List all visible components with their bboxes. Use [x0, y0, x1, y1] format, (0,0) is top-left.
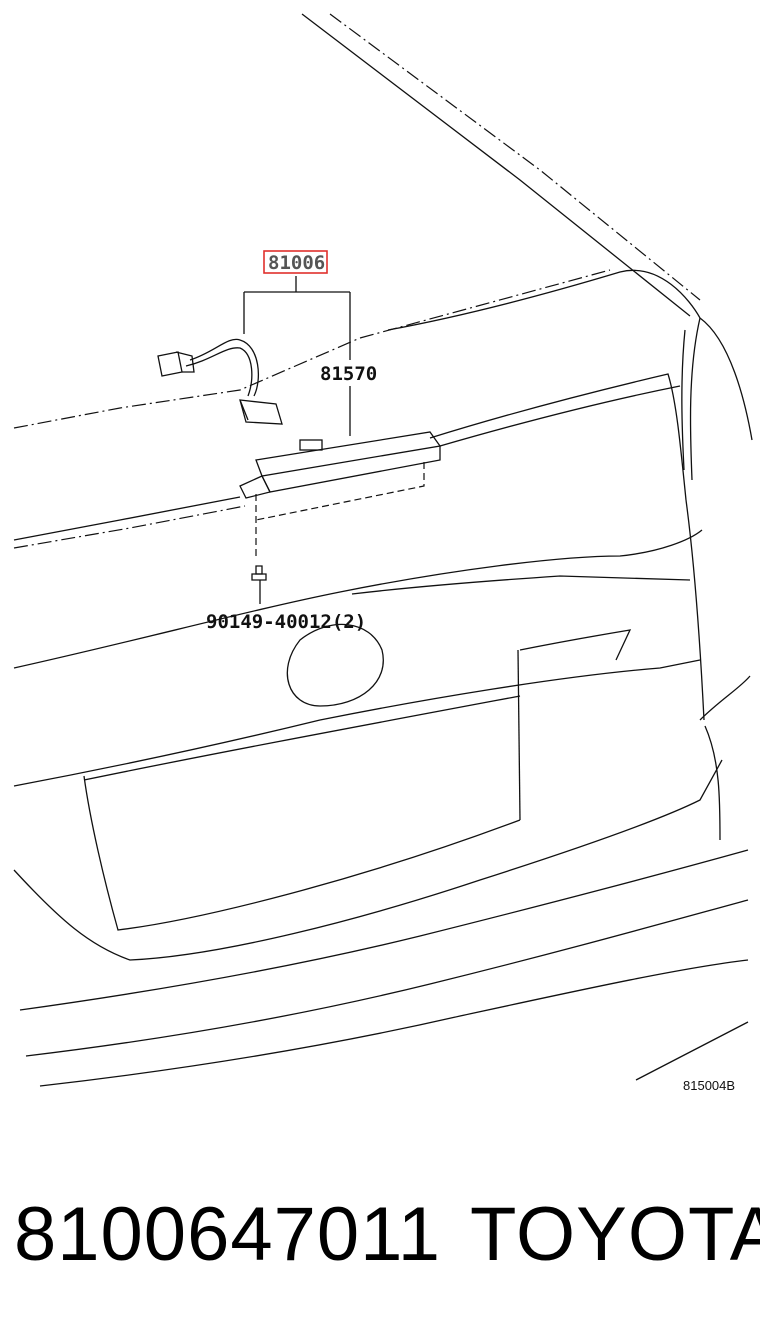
screw-fastener	[251, 565, 267, 604]
part-info-footer: 8100647011 TOYOTA	[0, 1180, 760, 1290]
lamp-wire-harness	[157, 338, 283, 425]
callout-leaders	[243, 276, 351, 436]
stop-lamp	[239, 431, 442, 560]
vehicle-body-outline	[13, 13, 753, 1087]
parts-diagram: 81006 81570 90149-40012(2) 815004B	[13, 13, 753, 1093]
callout-assembly[interactable]: 81006	[268, 252, 325, 274]
part-number: 8100647011	[14, 1192, 442, 1277]
brand-name: TOYOTA	[470, 1192, 760, 1277]
callout-lamp[interactable]: 81570	[320, 363, 377, 385]
callout-screw[interactable]: 90149-40012(2)	[206, 611, 366, 633]
assembly-highlight-box	[263, 250, 328, 274]
diagram-reference-code: 815004B	[683, 1078, 735, 1093]
